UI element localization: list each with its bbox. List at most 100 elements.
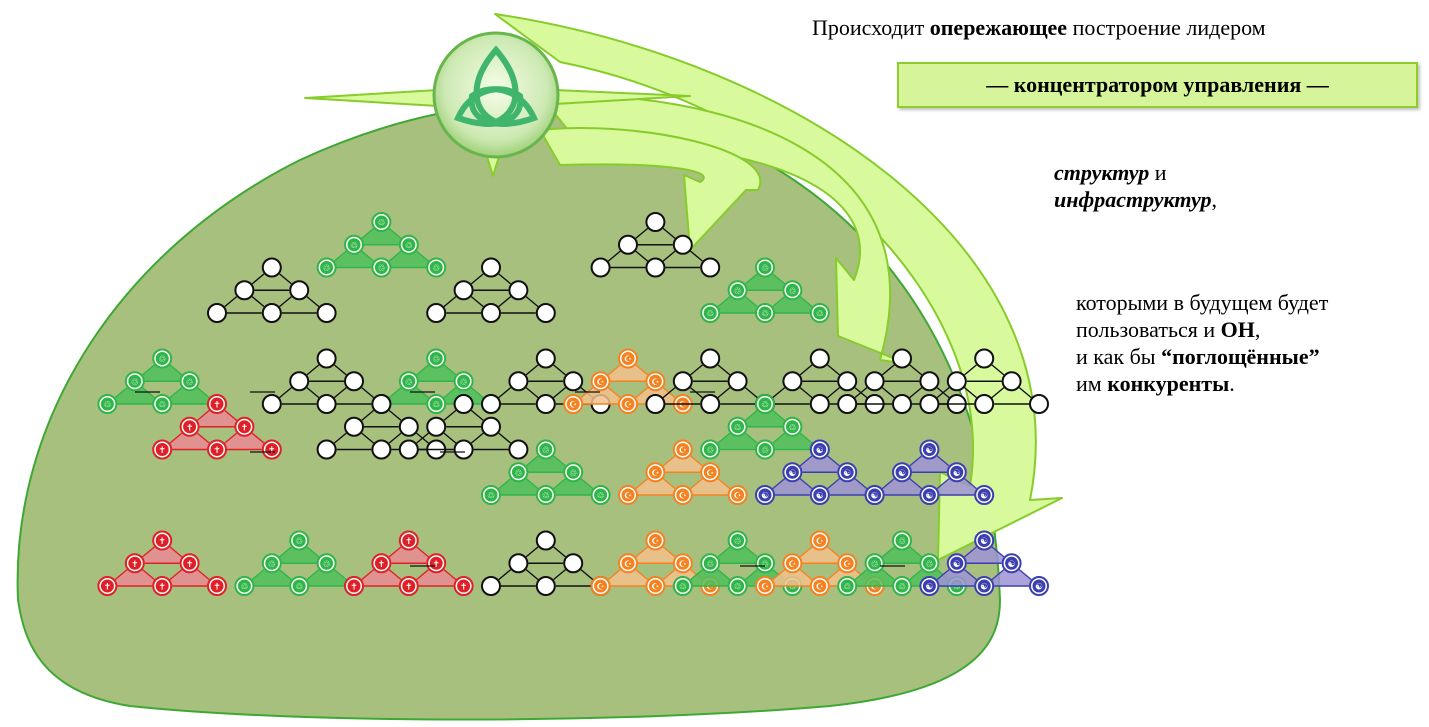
para-line-1: которыми в будущем будет (1076, 290, 1329, 315)
cluster-fill (628, 381, 683, 404)
node-symbol-green-icon: ♲ (734, 423, 742, 433)
cluster-edge (388, 387, 402, 399)
node-symbol-green-icon: ♲ (405, 241, 413, 251)
cluster-edge (799, 478, 813, 490)
node-blue: ☯ (864, 485, 885, 505)
node-empty (371, 439, 392, 460)
node-symbol-blue-icon: ☯ (925, 492, 933, 502)
node-green: ♲ (481, 485, 501, 505)
cluster-edge (690, 387, 703, 399)
network-graph: ♲♲♲♲♲♲♲♲♲♲♲♲♲♲♲♲♲♲♲♲♲♲♲♲☪☪☪☪☪☪✝✝✝✝✝✝♲♲♲♲… (97, 212, 1049, 596)
cluster-fill (929, 472, 985, 495)
cluster-edge (827, 387, 840, 399)
cluster-edge (717, 478, 731, 490)
node-empty (261, 394, 282, 414)
node-symbol-red-icon: ✝ (131, 560, 139, 570)
node-green: ♲ (179, 371, 200, 392)
node-empty (535, 394, 556, 414)
cluster-edge (169, 364, 183, 376)
node-red: ✝ (344, 576, 364, 596)
node-green: ♲ (426, 394, 447, 414)
cluster-fill (765, 426, 820, 450)
cluster-edge (553, 364, 566, 376)
cluster-edge (662, 478, 676, 490)
cluster-edge (224, 432, 238, 444)
node-green: ♲ (782, 416, 803, 437)
node-symbol-orange-icon: ☪ (624, 560, 632, 570)
node-symbol-orange-icon: ☪ (871, 583, 879, 593)
node-orange: ☪ (727, 485, 748, 505)
cluster-black (207, 257, 337, 323)
node-green: ♲ (535, 439, 556, 460)
node-green: ♲ (837, 576, 858, 596)
node-symbol-orange-icon: ☪ (651, 583, 659, 593)
node-orange: ☪ (563, 394, 584, 414)
node-blue: ☯ (919, 439, 940, 460)
node-symbol-orange-icon: ☪ (679, 492, 687, 502)
cluster-edge (964, 364, 977, 376)
cluster-edge (196, 409, 210, 421)
node-symbol-blue-icon: ☯ (871, 492, 879, 502)
cluster-fill (628, 472, 683, 495)
node-symbol-green-icon: ♲ (377, 264, 385, 274)
node-empty (563, 371, 584, 392)
cluster-edge (388, 546, 402, 558)
node-green: ♲ (700, 303, 721, 323)
cluster-edge (470, 273, 484, 285)
cluster-fill (381, 244, 437, 268)
node-empty (453, 280, 474, 301)
cluster-edge (827, 364, 840, 376)
cluster-fill (682, 563, 738, 586)
node-symbol-green-icon: ♲ (788, 423, 796, 433)
node-empty (207, 303, 227, 323)
cluster-edge (881, 387, 895, 399)
cluster-fill (984, 563, 1039, 586)
cluster-edge (772, 273, 786, 285)
node-symbol-red-icon: ✝ (350, 583, 358, 593)
node-green: ♲ (727, 530, 748, 551)
cluster-edge (333, 364, 347, 376)
cluster-fill (682, 472, 738, 495)
cluster-fill (162, 563, 217, 586)
cluster-edge (251, 273, 265, 285)
cluster-fill (874, 540, 930, 564)
cluster-fill (573, 381, 628, 404)
node-empty (234, 280, 255, 301)
cluster-fill (189, 404, 245, 427)
node-blue: ☯ (974, 576, 995, 596)
node-green: ♲ (809, 303, 830, 323)
cluster-edge (525, 455, 539, 467)
cluster-fill (436, 381, 491, 404)
cluster-edge (690, 250, 703, 262)
structures-line: структур и (1054, 159, 1167, 186)
cluster-edge (553, 478, 566, 490)
cluster-edge (991, 364, 1005, 376)
cluster-edge (936, 455, 950, 467)
cluster-edge (498, 273, 512, 285)
node-empty (316, 394, 337, 414)
node-blue: ☯ (946, 553, 967, 574)
cluster-edge (607, 387, 621, 399)
node-red: ✝ (152, 439, 173, 460)
arc-arrow-inner (539, 127, 762, 251)
cluster-fill (847, 563, 902, 586)
node-orange: ☪ (618, 485, 638, 505)
cluster-fill (354, 563, 409, 586)
node-symbol-blue-icon: ☯ (925, 446, 933, 456)
infrastructures-comma: , (1211, 187, 1217, 212)
node-blue: ☯ (974, 485, 995, 505)
node-symbol-green-icon: ♲ (761, 446, 769, 456)
node-symbol-orange-icon: ☪ (734, 492, 742, 502)
node-empty (672, 371, 693, 392)
cluster-edge (717, 296, 731, 308)
cluster-blue: ☯☯☯☯☯☯ (919, 530, 1049, 596)
cluster-edge (991, 387, 1005, 399)
cluster-edge (772, 387, 786, 399)
node-symbol-green-icon: ♲ (432, 264, 440, 274)
cluster-edge (361, 432, 375, 444)
cluster-fill (408, 358, 464, 382)
para4-competitors: конкуренты (1107, 371, 1230, 396)
node-symbol-orange-icon: ☪ (624, 401, 632, 411)
cluster-fill (765, 563, 820, 586)
